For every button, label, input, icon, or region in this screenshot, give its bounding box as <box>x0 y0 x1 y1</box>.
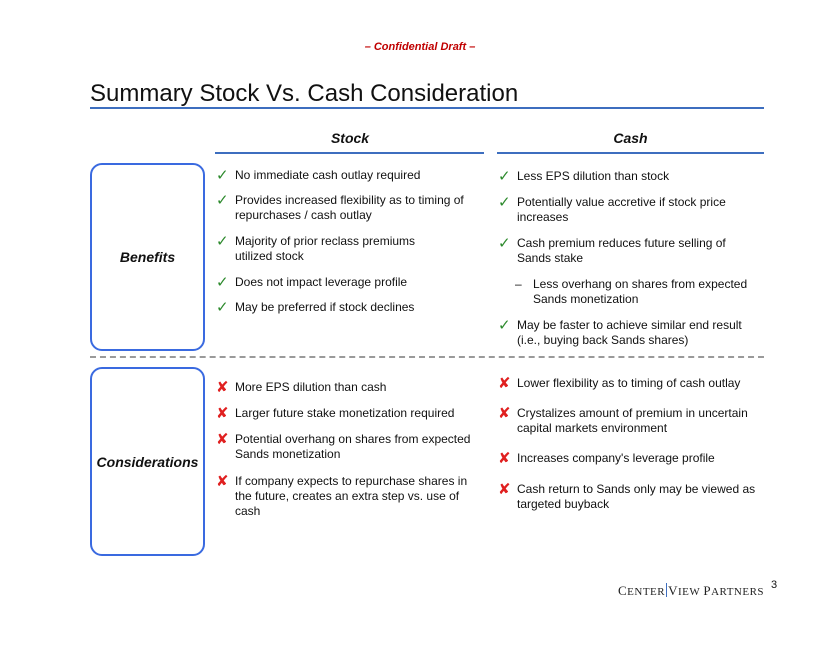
column-rule-cash <box>497 152 764 154</box>
benefit-cash-text: May be faster to achieve similar end res… <box>517 318 742 347</box>
benefit-stock-item: ✓ Provides increased flexibility as to t… <box>216 193 486 223</box>
column-header-stock: Stock <box>330 130 370 146</box>
consideration-stock-item: ✘ If company expects to repurchase share… <box>216 474 486 519</box>
column-header-cash: Cash <box>613 130 648 146</box>
logo-letters: ARTNERS <box>711 586 765 598</box>
check-icon: ✓ <box>498 235 511 252</box>
logo-bar <box>666 583 668 597</box>
benefit-cash-text: Cash premium reduces future selling of S… <box>517 236 726 265</box>
check-icon: ✓ <box>216 167 229 184</box>
consideration-stock-text: Larger future stake monetization require… <box>235 406 455 420</box>
benefit-cash-subitem: – Less overhang on shares from expected … <box>515 277 755 307</box>
benefit-cash-item: ✓ Potentially value accretive if stock p… <box>498 195 738 225</box>
benefit-cash-text: Less EPS dilution than stock <box>517 169 670 183</box>
benefit-stock-text: Majority of prior reclass premiums utili… <box>235 234 416 263</box>
consideration-stock-text: If company expects to repurchase shares … <box>235 474 468 518</box>
cross-icon: ✘ <box>498 481 511 498</box>
benefit-stock-text: Provides increased flexibility as to tim… <box>235 193 464 222</box>
consideration-stock-item: ✘ Larger future stake monetization requi… <box>216 406 486 421</box>
row-label-considerations-text: Considerations <box>96 453 199 470</box>
consideration-cash-item: ✘ Crystalizes amount of premium in uncer… <box>498 406 758 436</box>
logo-letter: V <box>668 583 679 598</box>
consideration-cash-text: Lower flexibility as to timing of cash o… <box>517 376 741 390</box>
benefit-stock-text: Does not impact leverage profile <box>235 275 408 289</box>
row-label-considerations: Considerations <box>90 367 205 556</box>
benefit-cash-text: Potentially value accretive if stock pri… <box>517 195 726 224</box>
dash-bullet: – <box>515 277 522 291</box>
check-icon: ✓ <box>216 299 229 316</box>
logo-letters: IEW <box>678 586 704 598</box>
title-rule <box>90 107 764 109</box>
row-label-benefits-text: Benefits <box>119 249 176 265</box>
benefit-stock-text: No immediate cash outlay required <box>235 168 421 182</box>
benefit-stock-item: ✓ Majority of prior reclass premiums uti… <box>216 234 436 264</box>
cross-icon: ✘ <box>216 431 229 448</box>
consideration-stock-item: ✘ Potential overhang on shares from expe… <box>216 432 486 462</box>
consideration-cash-item: ✘ Increases company's leverage profile <box>498 451 758 466</box>
check-icon: ✓ <box>498 168 511 185</box>
column-rule-stock <box>215 152 484 154</box>
benefit-cash-subtext: Less overhang on shares from expected Sa… <box>533 277 748 306</box>
cross-icon: ✘ <box>498 450 511 467</box>
consideration-cash-text: Cash return to Sands only may be viewed … <box>517 482 756 511</box>
logo-letters: ENTER <box>627 586 666 598</box>
benefit-stock-item: ✓ Does not impact leverage profile <box>216 275 486 290</box>
row-label-benefits: Benefits <box>90 163 205 351</box>
page-title: Summary Stock Vs. Cash Consideration <box>90 80 519 107</box>
cross-icon: ✘ <box>216 379 229 396</box>
section-divider <box>90 356 764 358</box>
consideration-cash-item: ✘ Cash return to Sands only may be viewe… <box>498 482 758 512</box>
cross-icon: ✘ <box>216 405 229 422</box>
benefit-cash-item: ✓ Cash premium reduces future selling of… <box>498 236 738 266</box>
check-icon: ✓ <box>216 233 229 250</box>
cross-icon: ✘ <box>498 375 511 392</box>
consideration-stock-text: More EPS dilution than cash <box>235 380 387 394</box>
benefit-cash-item: ✓ May be faster to achieve similar end r… <box>498 318 758 348</box>
confidential-draft-label: – Confidential Draft – <box>364 41 476 53</box>
benefit-cash-item: ✓ Less EPS dilution than stock <box>498 169 748 184</box>
consideration-cash-text: Crystalizes amount of premium in uncerta… <box>517 406 748 435</box>
consideration-cash-text: Increases company's leverage profile <box>517 451 715 465</box>
cross-icon: ✘ <box>498 405 511 422</box>
benefit-stock-item: ✓ May be preferred if stock declines <box>216 300 486 315</box>
consideration-cash-item: ✘ Lower flexibility as to timing of cash… <box>498 376 758 391</box>
logo-letter: C <box>618 583 628 598</box>
page-number: 3 <box>771 579 778 591</box>
benefit-stock-item: ✓ No immediate cash outlay required <box>216 168 486 183</box>
benefit-stock-text: May be preferred if stock declines <box>235 300 415 314</box>
check-icon: ✓ <box>498 194 511 211</box>
check-icon: ✓ <box>498 317 511 334</box>
check-icon: ✓ <box>216 274 229 291</box>
consideration-stock-text: Potential overhang on shares from expect… <box>235 432 471 461</box>
consideration-stock-item: ✘ More EPS dilution than cash <box>216 380 486 395</box>
logo-letter: P <box>703 583 712 598</box>
cross-icon: ✘ <box>216 473 229 490</box>
check-icon: ✓ <box>216 192 229 209</box>
